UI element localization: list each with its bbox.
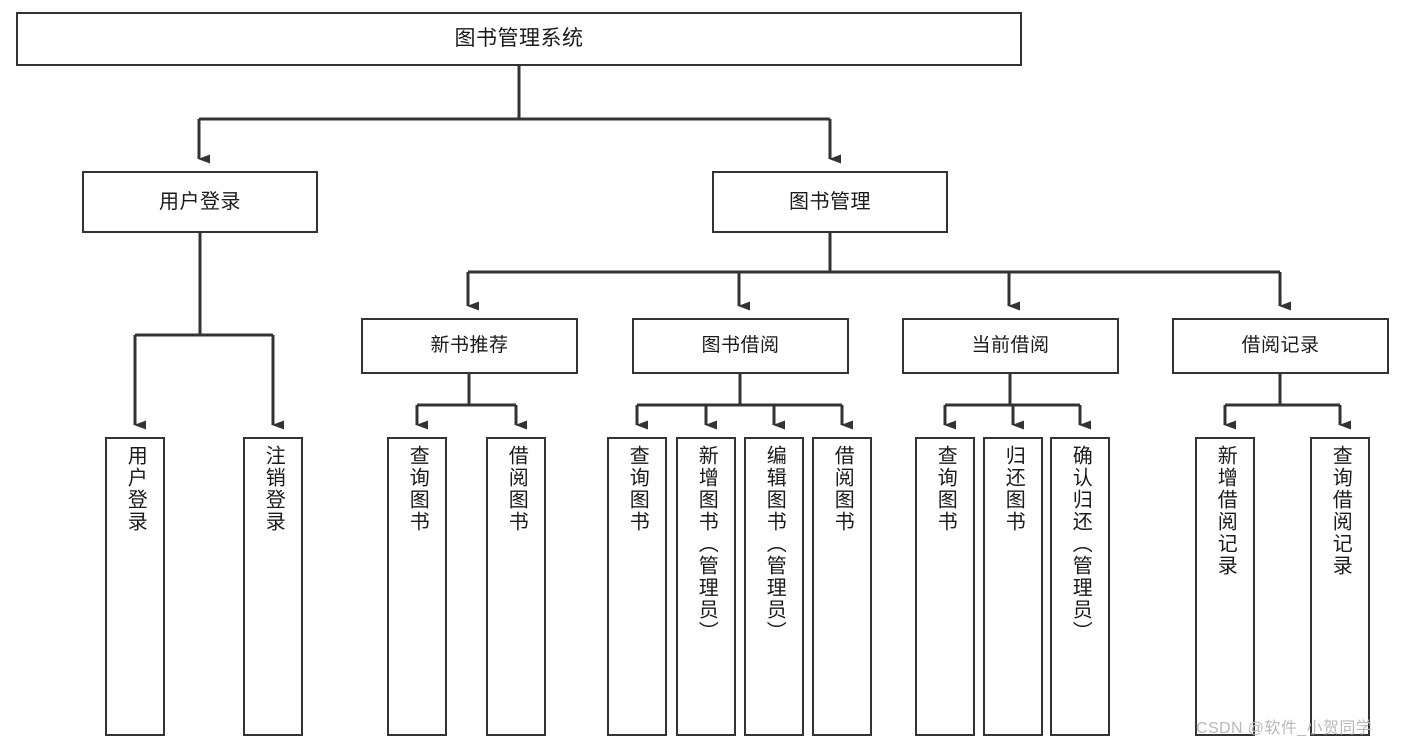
node-book-manage[interactable]: 图书管理: [712, 171, 948, 233]
node-leaf-add-book-label: 新增图书（管理员）: [695, 445, 718, 643]
node-leaf-confirm-return-label: 确认归还（管理员）: [1069, 445, 1092, 643]
csdn-watermark: CSDN @软件_小贺同学: [1196, 720, 1373, 737]
node-leaf-query-book-2[interactable]: 查询图书: [607, 437, 667, 736]
node-current-borrow[interactable]: 当前借阅: [902, 318, 1119, 374]
node-leaf-borrow-book-1-label: 借阅图书: [505, 445, 528, 533]
node-leaf-user-login[interactable]: 用户登录: [105, 437, 165, 736]
node-leaf-query-book-1[interactable]: 查询图书: [387, 437, 447, 736]
node-leaf-return-book[interactable]: 归还图书: [983, 437, 1043, 736]
node-leaf-user-login-label: 用户登录: [124, 445, 147, 533]
node-leaf-borrow-book-2[interactable]: 借阅图书: [812, 437, 872, 736]
node-leaf-logout[interactable]: 注销登录: [243, 437, 303, 736]
node-leaf-query-record-label: 查询借阅记录: [1329, 445, 1352, 577]
node-borrow-record[interactable]: 借阅记录: [1172, 318, 1389, 374]
node-new-book-recommend[interactable]: 新书推荐: [361, 318, 578, 374]
node-leaf-edit-book-label: 编辑图书（管理员）: [763, 445, 786, 643]
node-leaf-borrow-book-1[interactable]: 借阅图书: [486, 437, 546, 736]
node-user-login-label: 用户登录: [159, 190, 241, 213]
node-book-borrow-label: 图书借阅: [701, 335, 780, 357]
node-leaf-query-book-2-label: 查询图书: [626, 445, 649, 533]
node-book-manage-label: 图书管理: [789, 190, 871, 213]
node-leaf-query-book-3-label: 查询图书: [934, 445, 957, 533]
node-borrow-record-label: 借阅记录: [1241, 335, 1320, 357]
node-book-borrow[interactable]: 图书借阅: [632, 318, 849, 374]
node-root-图书管理系统[interactable]: 图书管理系统: [16, 12, 1022, 66]
node-leaf-query-book-3[interactable]: 查询图书: [915, 437, 975, 736]
node-leaf-query-book-1-label: 查询图书: [406, 445, 429, 533]
node-leaf-query-record[interactable]: 查询借阅记录: [1310, 437, 1370, 736]
node-new-book-recommend-label: 新书推荐: [430, 335, 509, 357]
node-leaf-edit-book[interactable]: 编辑图书（管理员）: [744, 437, 804, 736]
node-leaf-borrow-book-2-label: 借阅图书: [831, 445, 854, 533]
node-leaf-add-record[interactable]: 新增借阅记录: [1195, 437, 1255, 736]
node-leaf-logout-label: 注销登录: [262, 445, 285, 533]
node-current-borrow-label: 当前借阅: [971, 335, 1050, 357]
node-leaf-confirm-return[interactable]: 确认归还（管理员）: [1050, 437, 1110, 736]
node-root-图书管理系统-label: 图书管理系统: [454, 27, 584, 51]
node-user-login[interactable]: 用户登录: [82, 171, 318, 233]
node-leaf-add-book[interactable]: 新增图书（管理员）: [676, 437, 736, 736]
node-leaf-add-record-label: 新增借阅记录: [1214, 445, 1237, 577]
node-leaf-return-book-label: 归还图书: [1002, 445, 1025, 533]
